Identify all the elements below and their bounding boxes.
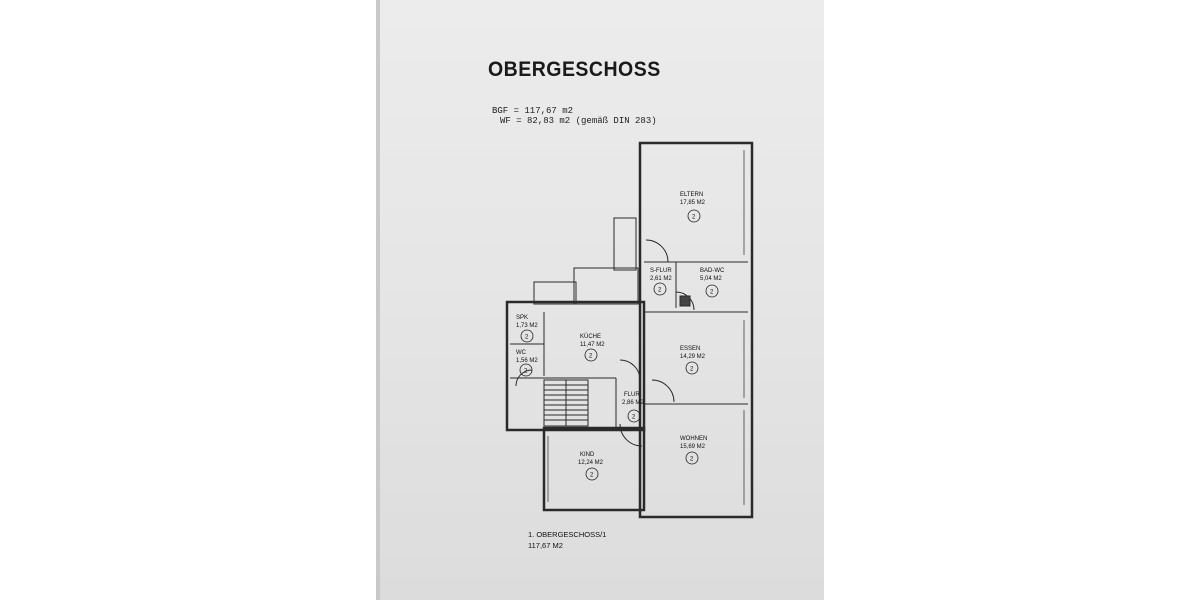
room-name: S-FLUR	[650, 268, 672, 274]
room-area: 12,24 M2	[578, 460, 604, 466]
level-number: 2	[690, 367, 694, 373]
balcony-stub	[613, 217, 637, 271]
level-marker	[685, 361, 699, 375]
room-kueche: KÜCHE 11,47 M2 2	[580, 333, 605, 362]
outer-wall-left-block	[505, 300, 646, 432]
caption-floor: 1. OBERGESCHOSS/1	[528, 530, 607, 539]
level-marker	[627, 409, 641, 423]
landing-stub	[533, 281, 577, 305]
door-kind	[619, 423, 643, 447]
level-number: 2	[690, 457, 694, 463]
room-spk: SPK 1,73 M2 2	[516, 315, 538, 343]
door-essen	[651, 379, 675, 403]
outer-wall-kind	[542, 426, 646, 512]
room-essen: ESSEN 14,29 M2 2	[680, 346, 706, 375]
room-flur: FLUR 2,86 M2 2	[622, 392, 644, 423]
room-name: ESSEN	[680, 346, 700, 352]
bgf-area: BGF = 117,67 m2	[492, 106, 574, 116]
room-name: SPK	[516, 315, 528, 321]
level-marker	[584, 348, 598, 362]
room-area: 17,85 M2	[680, 200, 706, 206]
level-number: 2	[710, 290, 714, 296]
level-marker	[653, 282, 667, 296]
plan-walls	[505, 141, 754, 519]
room-s-flur: S-FLUR 2,61 M2 2	[650, 268, 672, 296]
stairs	[543, 379, 589, 427]
level-number: 2	[632, 415, 636, 421]
room-name: KIND	[580, 452, 595, 458]
level-number: 2	[658, 288, 662, 294]
level-marker	[520, 329, 534, 343]
room-name: WOHNEN	[680, 436, 707, 442]
door-eltern	[645, 239, 669, 263]
wf-area: WF = 82,83 m2 (gemäß DIN 283)	[500, 116, 657, 126]
level-number: 2	[590, 473, 594, 479]
door-wc	[515, 369, 533, 387]
room-area: 2,86 M2	[622, 400, 644, 406]
room-area: 15,69 M2	[680, 444, 706, 450]
room-name: WC	[516, 350, 527, 356]
room-name: KÜCHE	[580, 333, 601, 340]
terrace-stub	[573, 267, 639, 305]
room-area: 14,29 M2	[680, 354, 706, 360]
level-number: 2	[589, 354, 593, 360]
sheet-edge	[376, 0, 380, 600]
level-number: 2	[524, 369, 528, 375]
room-name: ELTERN	[680, 192, 703, 198]
level-number: 2	[525, 335, 529, 341]
room-area: 2,61 M2	[650, 276, 672, 282]
door-kueche	[619, 359, 641, 381]
room-area: 1,73 M2	[516, 323, 538, 329]
level-marker	[705, 284, 719, 298]
room-eltern: ELTERN 17,85 M2 2	[680, 192, 706, 223]
level-marker	[687, 209, 701, 223]
paper-sheet: OBERGESCHOSS BGF = 117,67 m2 WF = 82,83 …	[376, 0, 824, 600]
level-marker	[685, 451, 699, 465]
room-area: 5,04 M2	[700, 276, 722, 282]
level-marker	[519, 363, 533, 377]
room-bad-wc: BAD-WC 5,04 M2 2	[700, 268, 725, 298]
room-kind: KIND 12,24 M2 2	[578, 452, 604, 481]
room-wohnen: WOHNEN 15,69 M2 2	[680, 436, 707, 465]
room-wc: WC 1,56 M2 2	[516, 350, 538, 377]
room-name: BAD-WC	[700, 268, 725, 274]
level-number: 2	[692, 215, 696, 221]
room-name: FLUR	[624, 392, 640, 398]
caption-area: 117,67 M2	[528, 541, 563, 550]
room-area: 1,56 M2	[516, 358, 538, 364]
bath-fixture	[679, 295, 691, 307]
page-title: OBERGESCHOSS	[488, 58, 661, 81]
room-area: 11,47 M2	[580, 342, 605, 348]
outer-wall-right-block	[638, 141, 754, 519]
level-marker	[585, 467, 599, 481]
